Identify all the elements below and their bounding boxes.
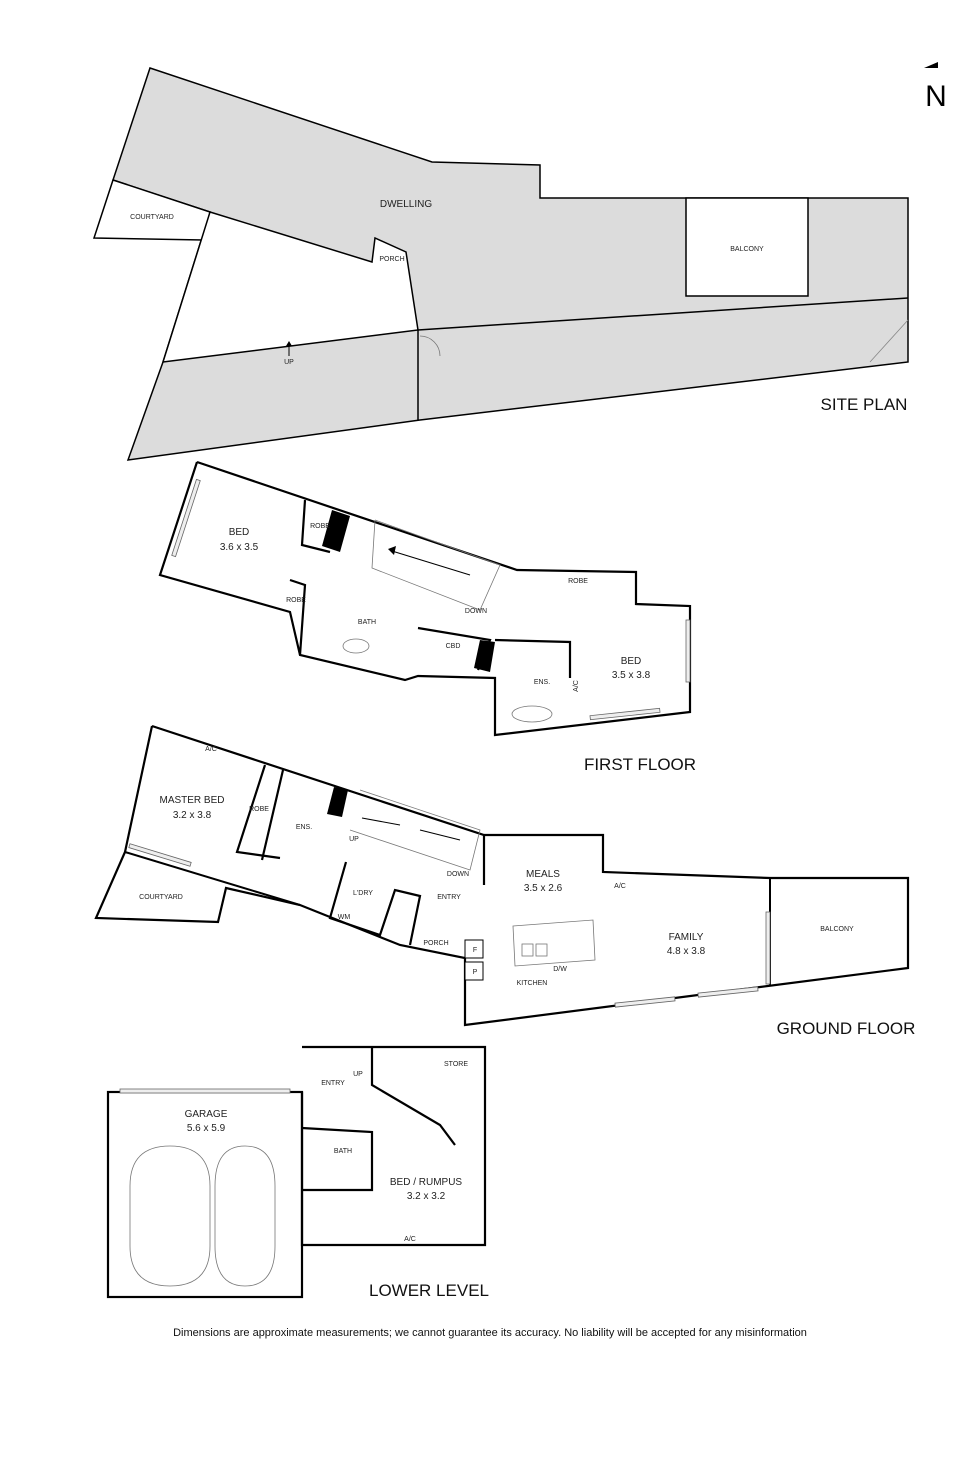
- north-label: N: [925, 80, 947, 113]
- first-floor-title: FIRST FLOOR: [584, 755, 696, 774]
- rumpus-label: BED / RUMPUS: [390, 1177, 463, 1188]
- balcony-label: BALCONY: [730, 246, 764, 253]
- meals-dim: 3.5 x 2.6: [524, 883, 563, 894]
- north-arrow-icon: N: [924, 62, 947, 113]
- balcony-label: BALCONY: [820, 926, 854, 933]
- meals-label: MEALS: [526, 869, 560, 880]
- open-area: [161, 211, 419, 363]
- bed1-label: BED: [229, 527, 250, 538]
- lower-level: GARAGE 5.6 x 5.9 ENTRY UP STORE BATH BED…: [106, 1045, 489, 1300]
- ground-floor-title: GROUND FLOOR: [777, 1019, 916, 1038]
- ground-floor: A/C MASTER BED 3.2 x 3.8 ROBE ENS. UP DO…: [94, 724, 916, 1038]
- bed2-dim: 3.5 x 3.8: [612, 670, 651, 681]
- wm-label: WM: [338, 914, 351, 921]
- robe-label: ROBE: [249, 806, 269, 813]
- balcony-area: [685, 197, 809, 297]
- garage-label: GARAGE: [185, 1109, 228, 1120]
- entry-label: ENTRY: [321, 1080, 345, 1087]
- courtyard-label: COURTYARD: [139, 894, 183, 901]
- store-label: STORE: [444, 1061, 468, 1068]
- down-label: DOWN: [465, 608, 487, 615]
- porch-label: PORCH: [423, 940, 448, 947]
- family-label: FAMILY: [669, 932, 704, 943]
- family-dim: 4.8 x 3.8: [667, 946, 706, 957]
- up-label: UP: [284, 359, 294, 366]
- robe-label: ROBE: [310, 523, 330, 530]
- dishwasher-label: D/W: [553, 966, 567, 973]
- entry-label: ENTRY: [437, 894, 461, 901]
- master-bed-label: MASTER BED: [159, 795, 224, 806]
- laundry-label: L'DRY: [353, 890, 373, 897]
- disclaimer: Dimensions are approximate measurements;…: [173, 1327, 807, 1339]
- bath-label: BATH: [334, 1148, 352, 1155]
- ac-label: A/C: [614, 883, 626, 890]
- up-label: UP: [353, 1071, 363, 1078]
- kitchen-label: KITCHEN: [517, 980, 548, 987]
- site-plan-title: SITE PLAN: [821, 395, 908, 414]
- cbd-label: CBD: [446, 643, 461, 650]
- ens-label: ENS.: [296, 824, 312, 831]
- up-label: UP: [349, 836, 359, 843]
- bed1-dim: 3.6 x 3.5: [220, 542, 259, 553]
- master-bed-dim: 3.2 x 3.8: [173, 810, 212, 821]
- porch-label: PORCH: [379, 256, 404, 263]
- bed2-label: BED: [621, 656, 642, 667]
- rumpus-dim: 3.2 x 3.2: [407, 1191, 446, 1202]
- first-floor: BED 3.6 x 3.5 ROBE ROBE ROBE BATH CBD DO…: [158, 460, 696, 774]
- ac-label: A/C: [205, 746, 217, 753]
- site-plan: COURTYARD DWELLING PORCH BALCONY UP SITE…: [92, 67, 909, 461]
- down-label: DOWN: [447, 871, 469, 878]
- robe-label: ROBE: [286, 597, 306, 604]
- ac-label: A/C: [573, 680, 580, 692]
- ac-label: A/C: [404, 1236, 416, 1243]
- lower-level-title: LOWER LEVEL: [369, 1281, 489, 1300]
- fridge-label: F: [473, 947, 477, 954]
- dwelling-label: DWELLING: [380, 199, 432, 210]
- robe-label: ROBE: [568, 578, 588, 585]
- courtyard-label: COURTYARD: [130, 214, 174, 221]
- pantry-label: P: [473, 969, 478, 976]
- garage-dim: 5.6 x 5.9: [187, 1123, 226, 1134]
- ens-label: ENS.: [534, 679, 550, 686]
- bath-label: BATH: [358, 619, 376, 626]
